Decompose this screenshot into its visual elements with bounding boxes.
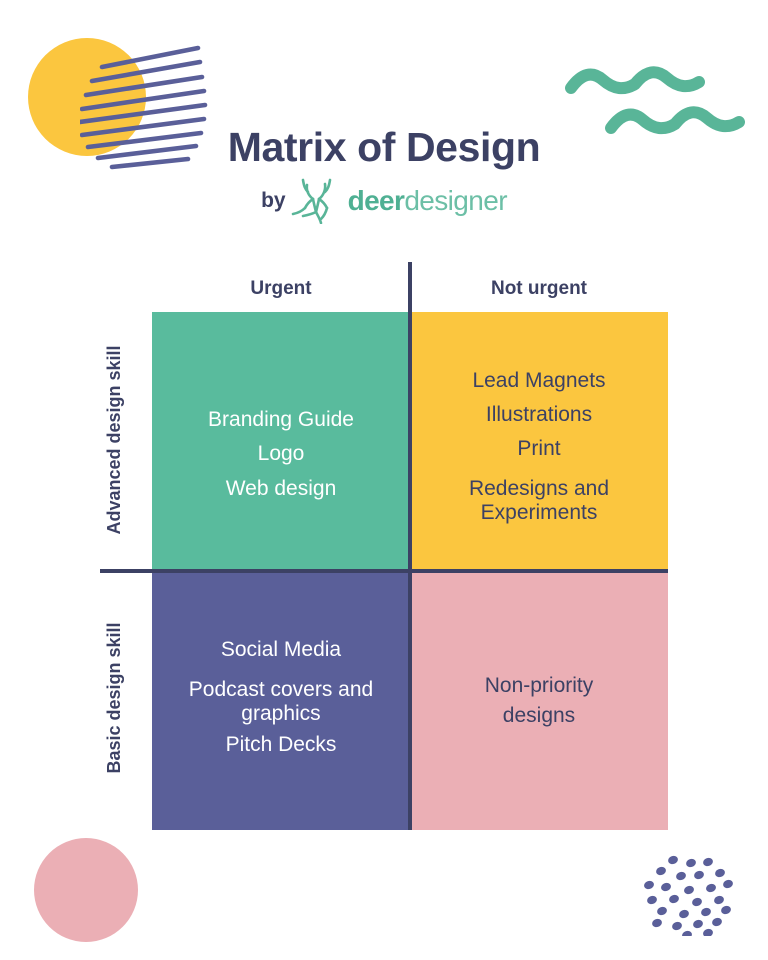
- brand-name-light: designer: [404, 184, 507, 216]
- byline: by deerdesigner: [0, 178, 768, 224]
- byline-prefix: by: [261, 188, 286, 212]
- quadrant-item: Non-priority designs: [484, 674, 594, 727]
- quadrant-urgent-advanced[interactable]: Branding Guide Logo Web design: [152, 312, 410, 571]
- quadrant-urgent-basic[interactable]: Social Media Podcast covers and graphics…: [152, 571, 410, 830]
- quadrant-item: Lead Magnets: [472, 369, 606, 392]
- quadrant-item: Logo: [257, 442, 305, 466]
- axis-horizontal-divider: [100, 569, 668, 573]
- page-title: Matrix of Design: [227, 124, 541, 170]
- quadrant-item: Redesigns and Experiments: [468, 477, 610, 524]
- column-header-urgent: Urgent: [250, 278, 312, 299]
- quadrant-item: Branding Guide: [208, 408, 354, 432]
- row-header-advanced-design-skill: Advanced design skill: [104, 345, 124, 535]
- axis-vertical-divider: [408, 262, 412, 830]
- deer-head-icon: [291, 178, 331, 224]
- quadrant-item: Print: [517, 437, 561, 461]
- header-block: Matrix of Design by deerdesigner: [0, 124, 768, 224]
- quadrant-item: Podcast covers and graphics: [188, 678, 374, 725]
- quadrant-item: Illustrations: [485, 403, 593, 427]
- quadrant-item: Social Media: [220, 638, 342, 661]
- quadrant-item: Web design: [225, 476, 337, 500]
- row-header-basic-design-skill: Basic design skill: [104, 622, 124, 774]
- column-header-not-urgent: Not urgent: [490, 278, 588, 299]
- brand-name-bold: deer: [347, 184, 405, 216]
- quadrant-item: Pitch Decks: [225, 733, 337, 757]
- quadrant-not-urgent-advanced[interactable]: Lead Magnets Illustrations Print Redesig…: [410, 312, 668, 571]
- quadrant-not-urgent-basic[interactable]: Non-priority designs: [410, 571, 668, 830]
- brand-wordmark: deerdesigner: [347, 184, 508, 217]
